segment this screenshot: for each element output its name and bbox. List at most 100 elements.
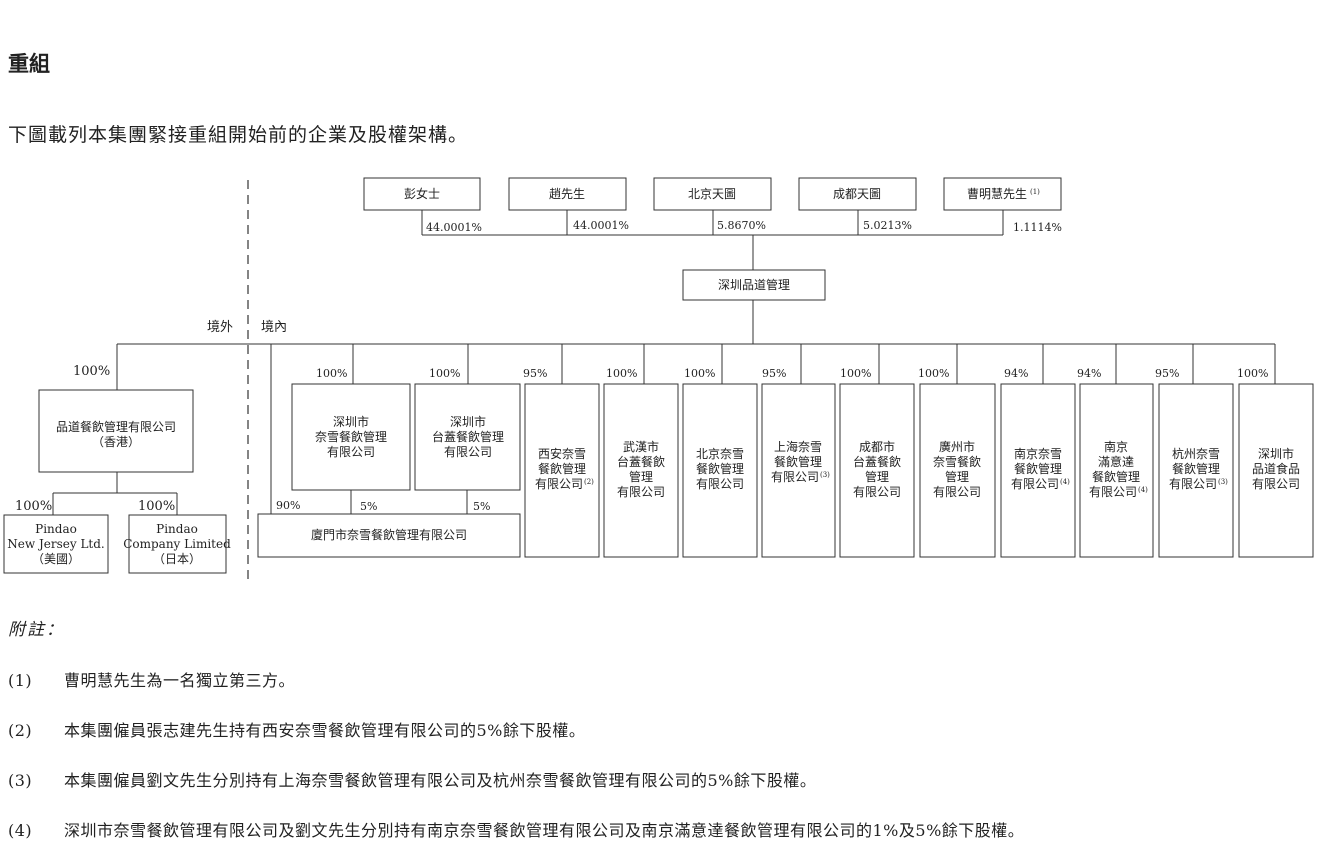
svg-text:（香港）: （香港） — [92, 435, 140, 449]
pct-label: 100% — [840, 367, 871, 380]
svg-text:南京奈雪: 南京奈雪 — [1014, 446, 1062, 461]
svg-text:有限公司: 有限公司 — [444, 445, 492, 459]
intro-text: 下圖載列本集團緊接重組開始前的企業及股權架構。 — [8, 124, 469, 146]
pct-label: 100% — [316, 367, 347, 380]
svg-text:台蓋餐飲: 台蓋餐飲 — [617, 454, 665, 469]
svg-text:深圳市: 深圳市 — [450, 414, 486, 429]
svg-text:北京奈雪: 北京奈雪 — [696, 447, 744, 461]
onshore-label: 境內 — [261, 320, 287, 335]
pct-label: 44.0001% — [573, 219, 629, 232]
svg-text:Pindao: Pindao — [156, 522, 198, 536]
note-number: (1) — [8, 671, 33, 690]
notes-title: 附註： — [8, 620, 65, 640]
footnote-ref: (4) — [1060, 478, 1070, 486]
sub-nanjing-nayuki: 南京奈雪 餐飲管理 有限公司 (4) — [1000, 383, 1076, 558]
svg-text:有限公司: 有限公司 — [535, 477, 583, 491]
shareholder-1: 趙先生 — [508, 177, 627, 211]
sub-nanjing-manyida: 南京 滿意達 餐飲管理 有限公司 (4) — [1079, 383, 1154, 558]
svg-text:管理: 管理 — [865, 469, 889, 484]
pct-label: 1.1114% — [1013, 221, 1062, 234]
pct-label: 95% — [523, 367, 547, 380]
svg-text:廈門市奈雪餐飲管理有限公司: 廈門市奈雪餐飲管理有限公司 — [311, 527, 467, 542]
svg-text:餐飲管理: 餐飲管理 — [538, 461, 586, 476]
note-number: (2) — [8, 721, 33, 740]
note-4: (4) 深圳市奈雪餐飲管理有限公司及劉文先生分別持有南京奈雪餐飲管理有限公司及南京… — [8, 817, 1024, 841]
svg-text:台蓋餐飲: 台蓋餐飲 — [853, 454, 901, 469]
note-text: 本集團僱員張志建先生持有西安奈雪餐飲管理有限公司的5%餘下股權。 — [64, 721, 586, 740]
pct-label: 5% — [360, 500, 377, 513]
svg-text:（日本）: （日本） — [153, 552, 201, 566]
note-text: 本集團僱員劉文先生分別持有上海奈雪餐飲管理有限公司及杭州奈雪餐飲管理有限公司的5… — [64, 771, 817, 790]
pct-label: 100% — [73, 364, 110, 379]
shareholder-connectors — [421, 210, 1004, 270]
pct-label: 100% — [429, 367, 460, 380]
note-number: (4) — [8, 821, 33, 840]
pct-label: 5% — [473, 500, 490, 513]
note-text: 曹明慧先生為一名獨立第三方。 — [64, 671, 296, 690]
note-3: (3) 本集團僱員劉文先生分別持有上海奈雪餐飲管理有限公司及杭州奈雪餐飲管理有限公… — [8, 767, 816, 791]
sub-shanghai: 上海奈雪 餐飲管理 有限公司 (3) — [761, 383, 836, 558]
pct-label: 100% — [684, 367, 715, 380]
svg-text:有限公司: 有限公司 — [1011, 477, 1059, 491]
offshore-label: 境外 — [207, 320, 233, 335]
footnote-ref: (1) — [1030, 188, 1040, 196]
svg-text:有限公司: 有限公司 — [327, 445, 375, 459]
shareholder-2: 北京天圖 — [653, 177, 772, 211]
pct-label: 44.0001% — [426, 221, 482, 234]
pct-label: 95% — [762, 367, 786, 380]
svg-text:餐飲管理: 餐飲管理 — [1172, 461, 1220, 476]
svg-text:有限公司: 有限公司 — [1169, 477, 1217, 491]
footnote-ref: (2) — [584, 478, 594, 486]
sub-hangzhou: 杭州奈雪 餐飲管理 有限公司 (3) — [1158, 383, 1234, 558]
svg-text:武漢市: 武漢市 — [623, 439, 659, 454]
pct-label: 100% — [606, 367, 637, 380]
footnote-ref: (3) — [1218, 478, 1228, 486]
note-text: 深圳市奈雪餐飲管理有限公司及劉文先生分別持有南京奈雪餐飲管理有限公司及南京滿意達… — [64, 821, 1025, 840]
pct-label: 5.0213% — [863, 219, 912, 232]
svg-text:餐飲管理: 餐飲管理 — [696, 461, 744, 476]
svg-text:台蓋餐飲管理: 台蓋餐飲管理 — [432, 429, 504, 444]
pct-label: 100% — [138, 499, 175, 514]
svg-text:管理: 管理 — [629, 469, 653, 484]
svg-text:New Jersey Ltd.: New Jersey Ltd. — [7, 537, 104, 551]
xiamen-company: 廈門市奈雪餐飲管理有限公司 — [257, 513, 521, 558]
svg-text:餐飲管理: 餐飲管理 — [1092, 469, 1140, 484]
svg-text:有限公司: 有限公司 — [1089, 485, 1137, 499]
svg-text:上海奈雪: 上海奈雪 — [774, 439, 822, 454]
pct-label: 5.8670% — [717, 219, 766, 232]
svg-text:Pindao: Pindao — [35, 522, 77, 536]
svg-text:品道食品: 品道食品 — [1252, 461, 1300, 476]
ownership-diagram: 境外 境內 彭女士 趙先生 北京天圖 成都天圖 曹明慧先生 (1) 44.000… — [3, 177, 1314, 585]
svg-text:南京: 南京 — [1104, 439, 1128, 454]
svg-text:深圳市: 深圳市 — [1258, 446, 1294, 461]
pct-label: 100% — [15, 499, 52, 514]
shareholder-name: 彭女士 — [404, 186, 440, 201]
sub-beijing: 北京奈雪 餐飲管理 有限公司 — [682, 383, 758, 558]
svg-text:有限公司: 有限公司 — [1252, 477, 1300, 491]
pct-label: 100% — [1237, 367, 1268, 380]
svg-text:奈雪餐飲管理: 奈雪餐飲管理 — [315, 429, 387, 444]
svg-text:廣州市: 廣州市 — [939, 439, 975, 454]
sub-guangzhou: 廣州市 奈雪餐飲 管理 有限公司 — [919, 383, 996, 558]
shareholder-0: 彭女士 — [363, 177, 481, 211]
svg-text:Company Limited: Company Limited — [123, 537, 231, 551]
note-number: (3) — [8, 771, 33, 790]
shareholder-4: 曹明慧先生 (1) — [943, 177, 1062, 211]
svg-text:品道餐飲管理有限公司: 品道餐飲管理有限公司 — [56, 419, 176, 434]
footnote-ref: (3) — [820, 471, 830, 479]
pct-label: 100% — [918, 367, 949, 380]
svg-text:深圳市: 深圳市 — [333, 414, 369, 429]
shareholder-name: 趙先生 — [549, 186, 585, 201]
jp-company: Pindao Company Limited （日本） — [123, 514, 231, 574]
sub-xian: 西安奈雪 餐飲管理 有限公司 (2) — [524, 383, 600, 558]
svg-text:杭州奈雪: 杭州奈雪 — [1172, 446, 1220, 461]
svg-text:有限公司: 有限公司 — [771, 470, 819, 484]
hk-company: 品道餐飲管理有限公司 （香港） — [38, 389, 194, 473]
svg-text:西安奈雪: 西安奈雪 — [538, 446, 586, 461]
svg-text:有限公司: 有限公司 — [617, 485, 665, 499]
sz-nayuki-company: 深圳市 奈雪餐飲管理 有限公司 — [291, 383, 411, 491]
parent-name: 深圳品道管理 — [718, 277, 790, 292]
sub-chengdu: 成都市 台蓋餐飲 管理 有限公司 — [839, 383, 915, 558]
pct-label: 94% — [1004, 367, 1028, 380]
shareholder-3: 成都天圖 — [798, 177, 917, 211]
